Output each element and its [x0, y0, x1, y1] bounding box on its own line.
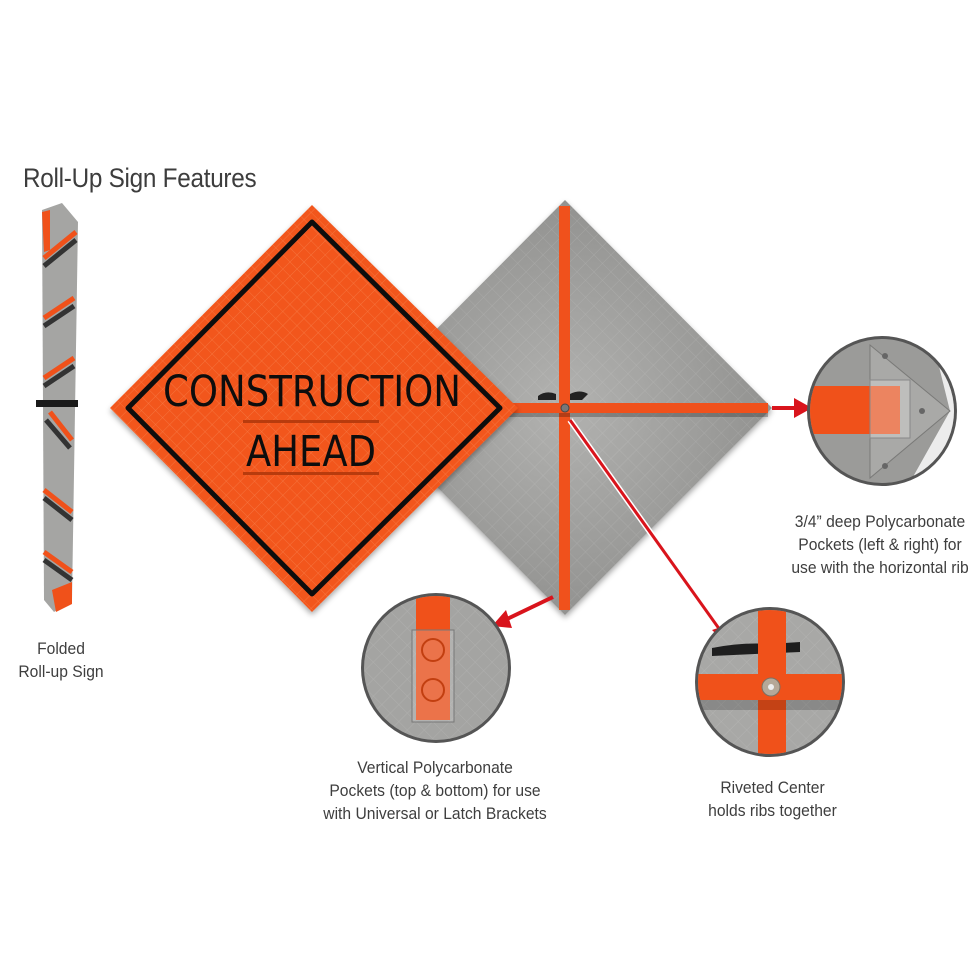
construction-ahead-sign: CONSTRUCTION AHEAD — [110, 205, 518, 612]
rivet-detail — [695, 607, 845, 757]
caption-folded: Folded Roll-up Sign — [18, 639, 104, 681]
sign-line-1: CONSTRUCTION — [163, 367, 461, 417]
sign-line-2: AHEAD — [246, 427, 376, 477]
rolled-sign-icon — [36, 203, 78, 612]
caption-horizontal-pockets: 3/4” deep Polycarbonate Pockets (left & … — [791, 512, 969, 577]
caption-riveted-center: Riveted Center holds ribs together — [708, 778, 837, 820]
arrow-right-icon — [794, 398, 812, 418]
sign-back — [358, 200, 772, 615]
pocket-detail-vertical — [361, 593, 511, 743]
caption-vertical-pockets: Vertical Polycarbonate Pockets (top & bo… — [323, 758, 547, 823]
arrow-down-left-icon — [492, 610, 512, 628]
arrows — [492, 398, 812, 645]
page-title: Roll-Up Sign Features — [23, 163, 257, 193]
pocket-detail-horizontal — [807, 336, 957, 486]
